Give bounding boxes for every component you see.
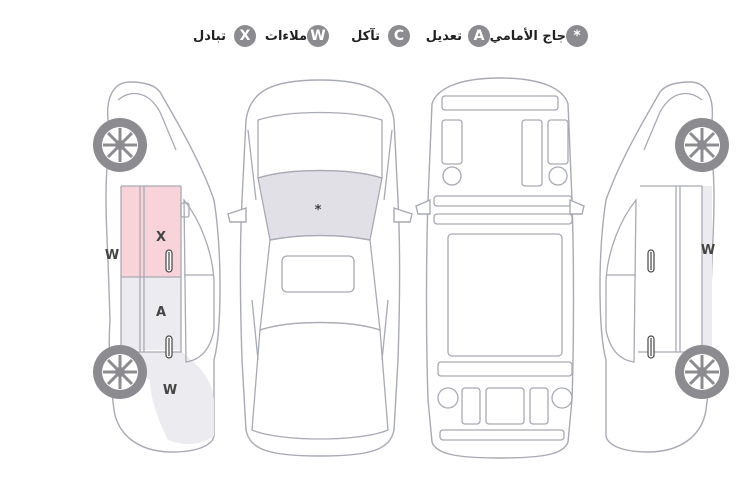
legend: * جاج الأمامي A تعديل C تآكل W ملاءات X …: [0, 22, 756, 50]
left-rear-quarter-mark: W: [105, 248, 119, 263]
left-roof-line: [117, 92, 177, 151]
left-rear-wheel-icon: [93, 118, 147, 172]
legend-item-modified: A تعديل: [426, 22, 490, 50]
interior-box: [529, 387, 549, 425]
interior-right-dial: [548, 166, 568, 186]
interior-view: [415, 77, 585, 459]
interior-left-dial-bottom: [437, 387, 459, 409]
left-rear-door-mark: X: [156, 230, 166, 245]
interior-bar: [437, 361, 573, 377]
interior-box: [461, 387, 481, 425]
left-front-wheel-icon: [93, 345, 147, 399]
right-mirror-top: [393, 207, 413, 223]
right-door-handle: [647, 335, 655, 359]
legend-label: تبادل: [192, 28, 226, 44]
interior-left-dial: [442, 166, 462, 186]
left-side-view: X A W W: [93, 81, 221, 453]
c-badge-icon: C: [388, 25, 410, 47]
asterisk-badge-icon: *: [566, 25, 588, 47]
interior-box: [485, 387, 525, 425]
left-mirror-top: [227, 207, 247, 223]
left-windows: [183, 198, 215, 363]
top-view-side-lines: [247, 129, 393, 361]
a-badge-icon: A: [468, 25, 490, 47]
left-front-door-mark: A: [156, 305, 166, 320]
legend-item-scratches: W ملاءات: [265, 22, 329, 50]
top-view: *: [227, 79, 413, 457]
legend-label: جاج الأمامي: [489, 28, 566, 44]
interior-floor: [447, 233, 563, 357]
interior-left-seat: [441, 119, 463, 165]
interior-bar: [439, 429, 565, 441]
legend-label: ملاءات: [264, 28, 307, 44]
right-rear-wheel-icon: [675, 118, 729, 172]
legend-item-replaced: X تبادل: [193, 22, 256, 50]
interior-right-dial-bottom: [551, 387, 573, 409]
top-view-body: [239, 79, 401, 457]
left-mirror: [180, 202, 190, 218]
interior-bar: [433, 213, 573, 225]
interior-left-mirror: [415, 198, 431, 215]
left-front-fender-mark: W: [163, 383, 177, 398]
left-door-handle: [165, 335, 173, 359]
legend-label: تآكل: [351, 28, 380, 44]
hood: [251, 321, 389, 440]
interior-right-seat: [547, 119, 569, 165]
legend-item-front-glass: * جاج الأمامي: [490, 22, 588, 50]
interior-mid-seat: [521, 119, 543, 187]
right-roof-line: [643, 92, 703, 151]
roof-mark: *: [315, 203, 322, 218]
right-door-handle: [647, 249, 655, 273]
interior-right-mirror: [569, 198, 585, 215]
right-rear-quarter-mark: W: [701, 243, 715, 258]
interior-top-bar: [441, 95, 559, 111]
right-front-wheel-icon: [675, 345, 729, 399]
right-windows: [605, 198, 637, 363]
left-door-handle: [165, 249, 173, 273]
right-side-view: W: [599, 81, 729, 453]
sunroof: [281, 255, 355, 293]
right-rear-quarter-panel[interactable]: [702, 186, 712, 352]
legend-label: تعديل: [425, 28, 462, 44]
legend-item-worn: C تآكل: [351, 22, 410, 50]
x-badge-icon: X: [234, 25, 256, 47]
rear-window: [257, 111, 383, 179]
w-badge-icon: W: [307, 25, 329, 47]
